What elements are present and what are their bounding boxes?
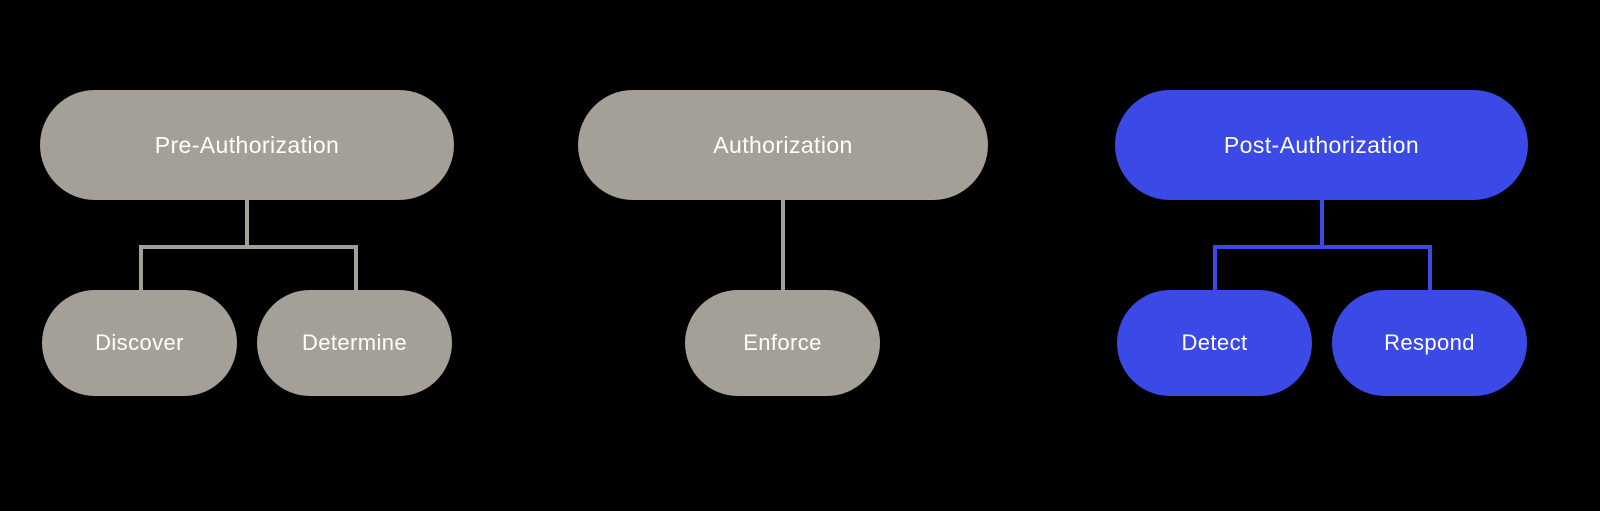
node-label: Discover [95, 330, 184, 355]
connector-crossbar [139, 245, 358, 249]
node-detect: Detect [1117, 290, 1312, 396]
node-pre-authorization: Pre-Authorization [40, 90, 454, 200]
node-label: Post-Authorization [1223, 131, 1420, 158]
connector-stem [781, 200, 785, 292]
node-enforce: Enforce [685, 290, 880, 396]
node-label: Respond [1384, 330, 1475, 355]
node-authorization: Authorization [578, 90, 988, 200]
node-label: Determine [301, 330, 408, 355]
connector-crossbar [1213, 245, 1432, 249]
connector-drop-left [1213, 245, 1217, 293]
connector-drop-right [354, 245, 358, 293]
node-respond: Respond [1332, 290, 1527, 396]
connector-drop-left [139, 245, 143, 293]
node-label: Authorization [713, 131, 853, 158]
connector-drop-right [1428, 245, 1432, 293]
node-discover: Discover [42, 290, 237, 396]
node-label: Detect [1181, 330, 1248, 355]
node-post-authorization: Post-Authorization [1115, 90, 1528, 200]
node-label: Pre-Authorization [154, 131, 340, 158]
connector-stem [245, 200, 249, 249]
node-determine: Determine [257, 290, 452, 396]
connector-stem [1320, 200, 1324, 249]
node-label: Enforce [743, 330, 822, 355]
